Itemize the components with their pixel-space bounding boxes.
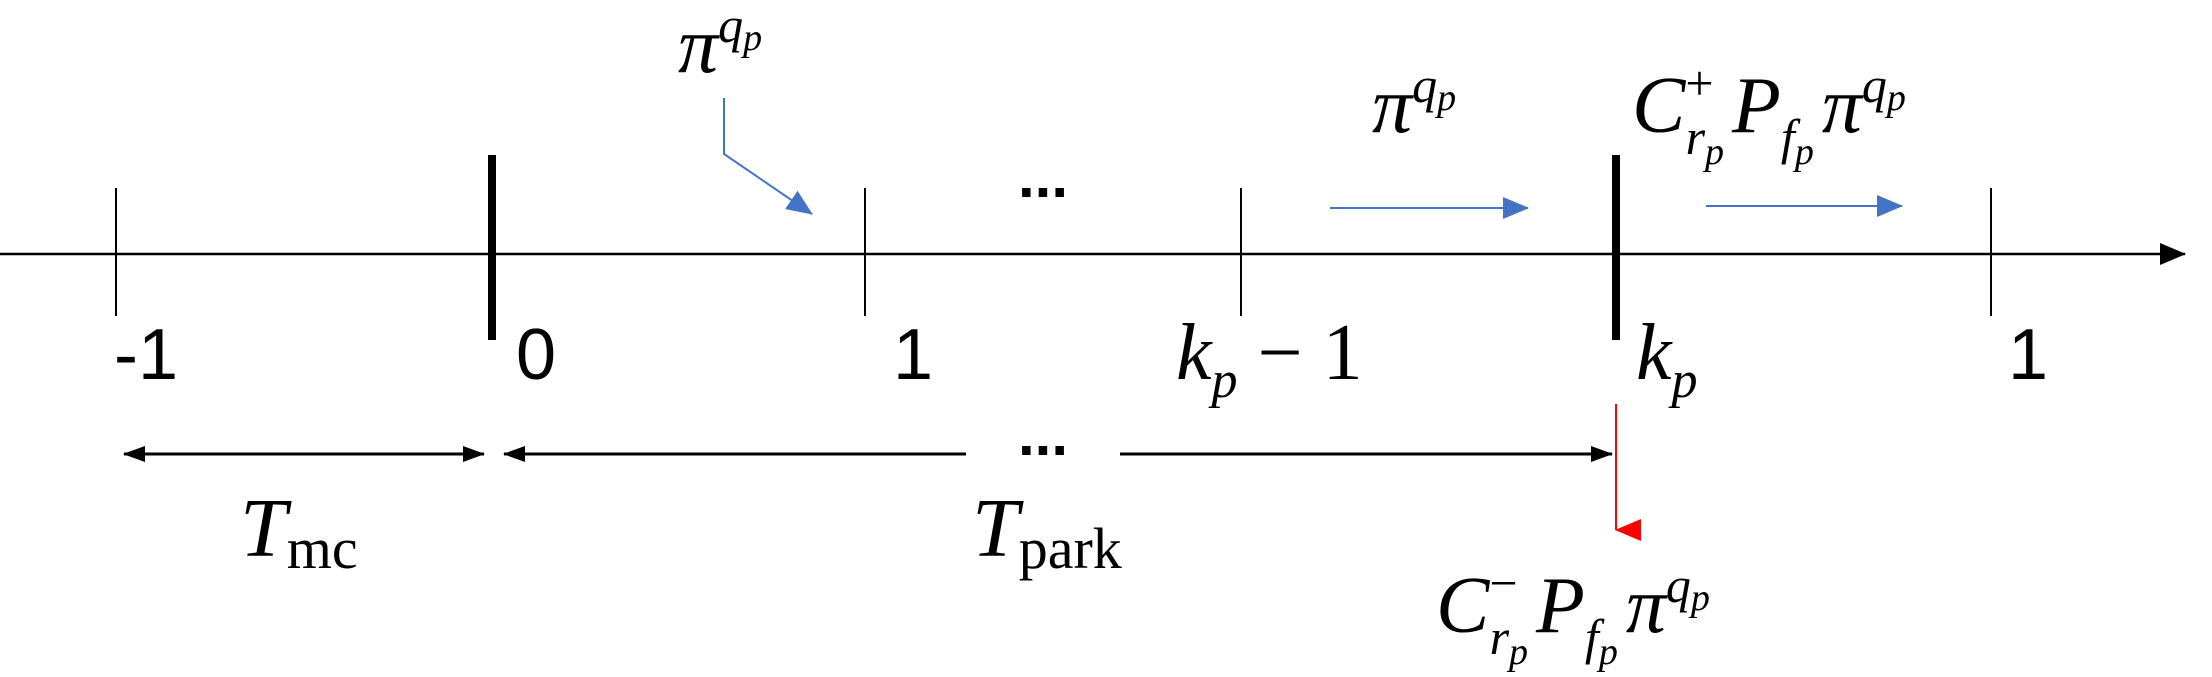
tick-label-zero: 0: [516, 315, 556, 395]
top-ellipsis: ...: [1018, 143, 1068, 210]
pi-qp-mid-label: πqp: [1372, 57, 1456, 150]
tmc-label: Tmc: [240, 482, 358, 581]
tpark-ellipsis: ...: [1018, 401, 1068, 468]
c-minus-label: C−rpPfpπqp: [1436, 555, 1710, 673]
tick-label-one-after: 1: [2008, 315, 2048, 395]
tpark-label: Tpark: [972, 482, 1122, 581]
pi-qp-top-arrow: [723, 98, 813, 215]
tick-label-kp-minus-one: kp − 1: [1176, 309, 1363, 409]
tick-label-minus-one: -1: [114, 315, 178, 395]
pi-qp-top-label: πqp: [678, 0, 762, 90]
tick-label-kp: kp: [1636, 309, 1698, 409]
tick-label-one: 1: [893, 315, 933, 395]
c-plus-label: C+rpPfpπqp: [1632, 55, 1906, 173]
